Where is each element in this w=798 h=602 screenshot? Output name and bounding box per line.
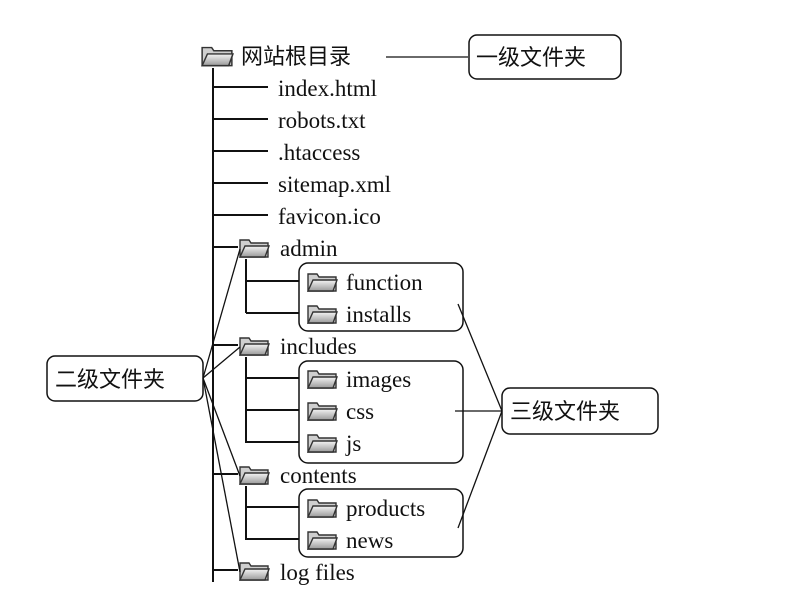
level3-group-box xyxy=(298,360,464,464)
level2-connector xyxy=(202,248,241,379)
level3-connector xyxy=(457,410,503,529)
level2-callout-label: 二级文件夹 xyxy=(55,368,165,393)
folder-icon xyxy=(307,273,338,292)
root-folder-label: 网站根目录 xyxy=(241,45,351,70)
folder-icon xyxy=(239,239,270,258)
level3-callout-label: 三级文件夹 xyxy=(510,400,620,425)
file-label: .htaccess xyxy=(278,140,360,165)
root-folder-icon xyxy=(201,46,234,67)
level3-group-box xyxy=(298,262,464,332)
folder-icon xyxy=(307,402,338,421)
level2-connector xyxy=(202,346,241,379)
folder-icon xyxy=(307,305,338,324)
file-label: index.html xyxy=(278,76,377,101)
folder-icon xyxy=(307,531,338,550)
level2-connector xyxy=(202,377,241,477)
file-label: robots.txt xyxy=(278,108,366,133)
folder-icon xyxy=(307,434,338,453)
subfolder-label: news xyxy=(346,528,393,553)
folder-icon xyxy=(307,499,338,518)
folder-label-includes: includes xyxy=(280,334,357,359)
folder-label-admin: admin xyxy=(280,236,338,261)
subfolder-label: products xyxy=(346,496,425,521)
folder-label-contents: contents xyxy=(280,463,357,488)
folder-icon xyxy=(239,562,270,581)
level2-connector xyxy=(202,377,241,573)
subfolder-label: function xyxy=(346,270,423,295)
file-label: sitemap.xml xyxy=(278,172,391,197)
subfolder-label: images xyxy=(346,367,411,392)
subfolder-label: js xyxy=(345,431,361,456)
level3-group-box xyxy=(298,488,464,558)
folder-icon xyxy=(239,337,270,356)
subfolder-label: installs xyxy=(346,302,411,327)
level1-callout-label: 一级文件夹 xyxy=(476,46,586,71)
subfolder-label: css xyxy=(346,399,374,424)
level3-connector xyxy=(457,303,503,412)
level1-callout-box xyxy=(468,34,622,80)
file-label: favicon.ico xyxy=(278,204,381,229)
folder-label-log-files: log files xyxy=(280,560,355,585)
folder-icon xyxy=(239,466,270,485)
folder-icon xyxy=(307,370,338,389)
